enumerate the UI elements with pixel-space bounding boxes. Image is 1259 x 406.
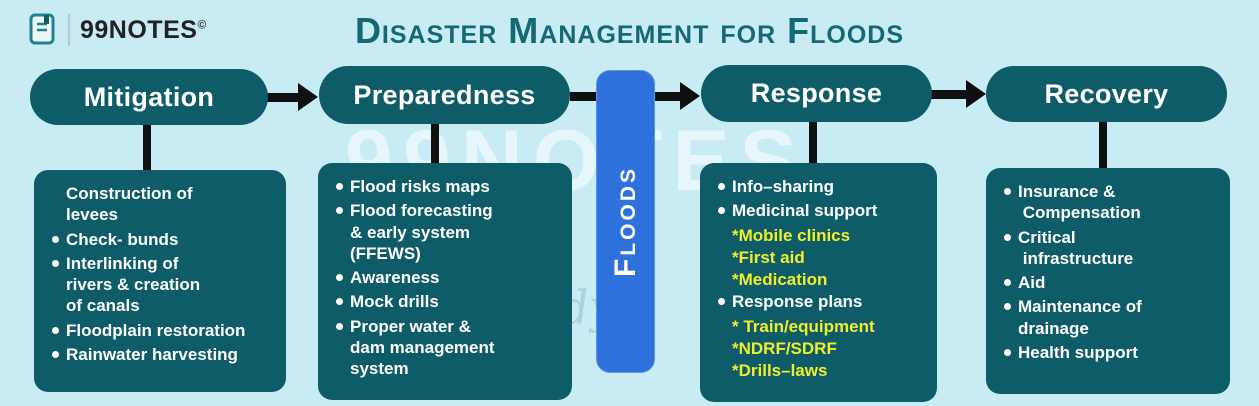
list-item-bullet: Proper water & dam management system xyxy=(336,316,564,380)
list-item-bullet: Info–sharing xyxy=(718,176,929,197)
list-item-bullet: Maintenance of drainage xyxy=(1004,296,1222,339)
copyright-mark: © xyxy=(197,17,207,32)
page-title: Disaster Management for Floods xyxy=(354,10,905,51)
stage-pill-recovery: Recovery xyxy=(986,66,1227,122)
list-item-sub: *NDRF/SDRF xyxy=(732,338,837,358)
connector-recovery xyxy=(1099,116,1107,174)
list-item-bullet: Flood risks maps xyxy=(336,176,564,197)
list-item-bullet: Response plans xyxy=(718,291,929,312)
list-item-bullet: Health support xyxy=(1004,342,1222,363)
list-item-bullet: Check- bunds xyxy=(52,229,278,250)
arrow-head-icon xyxy=(680,82,700,110)
list-item-bullet: Aid xyxy=(1004,272,1222,293)
list-item-bullet: Floodplain restoration xyxy=(52,320,278,341)
list-item-plain: Construction of levees xyxy=(66,184,193,225)
list-item-bullet: Rainwater harvesting xyxy=(52,344,278,365)
logo-divider xyxy=(68,14,70,46)
arrow-shaft xyxy=(930,90,968,99)
list-item-bullet: Insurance & Compensation xyxy=(1004,181,1222,224)
connector-preparedness xyxy=(431,118,439,170)
arrow-shaft xyxy=(266,93,300,102)
book-icon xyxy=(29,13,55,45)
stage-label: Preparedness xyxy=(353,79,536,110)
connector-mitigation xyxy=(143,120,151,175)
stage-label: Mitigation xyxy=(83,81,215,112)
list-item-bullet: Awareness xyxy=(336,267,564,288)
list-item-sub: *Drills–laws xyxy=(732,361,828,380)
stage-pill-mitigation: Mitigation xyxy=(30,69,268,125)
arrow-head-icon xyxy=(298,83,318,111)
list-item-bullet: Mock drills xyxy=(336,291,564,312)
list-item-sub: *Mobile clinics xyxy=(732,225,851,245)
stage-pill-preparedness: Preparedness xyxy=(319,66,570,124)
floods-banner: Floods xyxy=(596,70,655,373)
floods-banner-label: Floods xyxy=(608,166,642,277)
list-item-bullet: Medicinal support xyxy=(718,200,929,221)
brand-name: 99NOTES© xyxy=(80,15,207,44)
list-item-sub: * Train/equipment xyxy=(732,316,875,336)
list-item-bullet: Critical infrastructure xyxy=(1004,227,1222,270)
stage-label: Response xyxy=(750,78,883,108)
list-item-bullet: Flood forecasting & early system (FFEWS) xyxy=(336,200,564,264)
connector-response xyxy=(809,116,817,168)
stage-label: Recovery xyxy=(1044,78,1169,109)
list-item-sub: *Medication xyxy=(732,270,828,289)
list-item-bullet: Interlinking of rivers & creation of can… xyxy=(52,253,278,317)
stage-pill-response: Response xyxy=(701,65,932,122)
arrow-head-icon xyxy=(966,80,986,108)
brand-logo: 99NOTES© xyxy=(28,8,207,52)
list-item-sub: *First aid xyxy=(732,247,805,267)
